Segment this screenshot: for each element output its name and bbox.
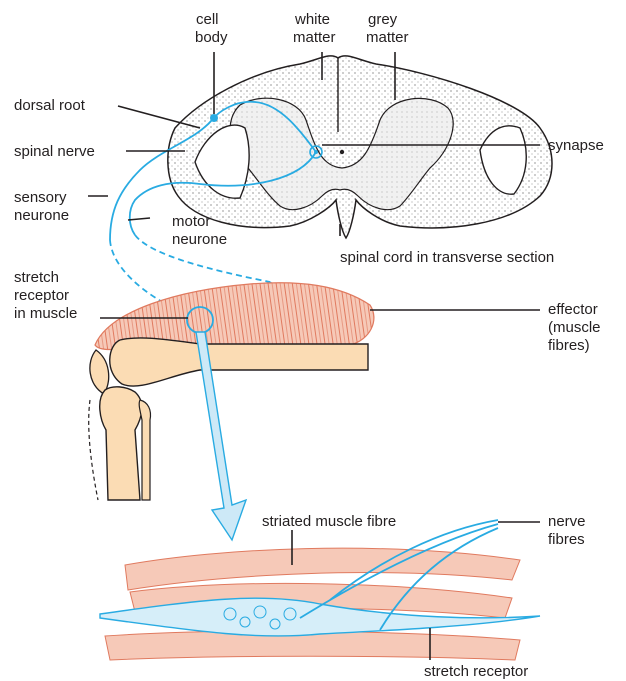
patella — [90, 350, 109, 394]
fibula — [139, 400, 150, 500]
muscle-fibre-detail — [100, 520, 540, 660]
label-stretch-receptor-in-muscle: stretch receptor in muscle — [14, 269, 77, 322]
label-spinal-nerve: spinal nerve — [14, 143, 95, 160]
label-effector: effector (muscle fibres) — [548, 301, 605, 354]
label-white-matter: white matter — [293, 11, 336, 46]
label-sensory-neurone: sensory neurone — [14, 189, 71, 224]
label-cell-body: cell body — [195, 11, 228, 46]
label-synapse: synapse — [548, 137, 604, 154]
central-canal — [340, 150, 344, 154]
label-dorsal-root: dorsal root — [14, 97, 86, 114]
cell-body — [210, 114, 218, 122]
label-striated-muscle-fibre: striated muscle fibre — [262, 513, 396, 530]
label-nerve-fibres: nerve fibres — [548, 513, 590, 548]
label-spinal-cord: spinal cord in transverse section — [340, 249, 554, 266]
spinal-cord-section — [168, 56, 552, 238]
muscle-fibre-3 — [105, 631, 520, 660]
label-stretch-receptor: stretch receptor — [424, 663, 528, 680]
femur — [110, 338, 368, 386]
leg-outline-dash — [89, 400, 98, 500]
leg-and-muscle — [89, 283, 374, 500]
label-grey-matter: grey matter — [366, 11, 409, 46]
tibia — [100, 387, 142, 500]
